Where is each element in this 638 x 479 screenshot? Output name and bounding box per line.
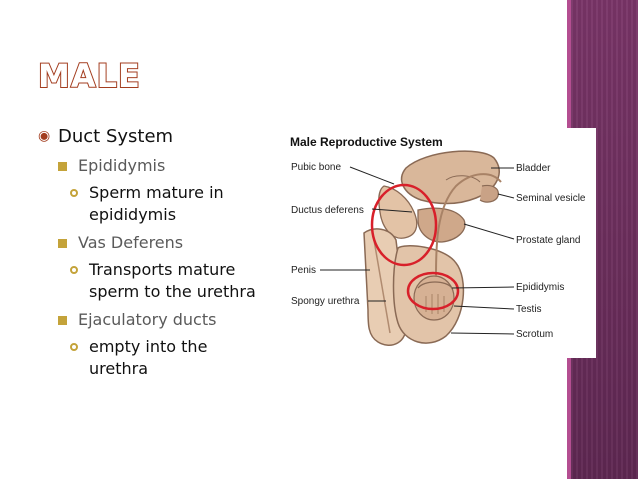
circle-bullet-icon: ◉ <box>38 128 51 144</box>
anatomy-figure: Male Reproductive System <box>286 128 596 358</box>
leader-lines <box>320 166 515 335</box>
bullet-epididymis-detail: Sperm mature in epididymis <box>70 182 268 226</box>
leader-epididymis <box>451 286 515 289</box>
bullet-label: Epididymis <box>78 156 166 175</box>
leader-testis <box>453 305 515 310</box>
bullet-text: Sperm mature in epididymis <box>89 183 224 224</box>
bullet-ejaculatory-ducts: Ejaculatory ducts <box>58 309 268 331</box>
seminal-vesicle-shape <box>479 184 499 203</box>
leader-scrotum <box>450 332 515 335</box>
label-pubic-bone: Pubic bone <box>291 162 341 173</box>
ring-bullet-icon <box>70 189 78 197</box>
decorative-side-band <box>567 0 638 479</box>
urethra-line <box>373 239 391 334</box>
ductus-deferens-line <box>435 173 502 277</box>
bullet-label: Duct System <box>58 125 174 147</box>
label-bladder: Bladder <box>516 163 551 174</box>
anatomy-illustration <box>363 150 502 346</box>
epididymis-detail <box>417 281 453 289</box>
label-epididymis: Epididymis <box>516 282 564 293</box>
label-testis: Testis <box>516 304 542 315</box>
bullet-label: Ejaculatory ducts <box>78 310 217 329</box>
label-penis: Penis <box>291 265 316 276</box>
testis-detail <box>425 294 445 314</box>
label-seminal-vesicle: Seminal vesicle <box>516 193 586 204</box>
bullet-ejaculatory-ducts-detail: empty into the urethra <box>70 336 268 380</box>
bullet-vas-deferens: Vas Deferens <box>58 232 268 254</box>
leader-pubic-bone <box>349 166 395 185</box>
prostate-shape <box>417 207 466 243</box>
slide-title: MALE <box>37 56 141 96</box>
label-scrotum: Scrotum <box>516 329 553 340</box>
bullet-epididymis: Epididymis <box>58 155 268 177</box>
figure-title: Male Reproductive System <box>290 135 443 149</box>
square-bullet-icon <box>58 162 67 171</box>
highlight-circle-epididymis <box>406 271 460 311</box>
leader-prostate <box>463 223 515 240</box>
bladder-detail <box>445 175 481 183</box>
square-bullet-icon <box>58 239 67 248</box>
bullet-list: ◉ Duct System Epididymis Sperm mature in… <box>38 123 268 386</box>
bullet-vas-deferens-detail: Transports mature sperm to the urethra <box>70 259 268 303</box>
label-prostate-gland: Prostate gland <box>516 235 581 246</box>
bullet-label: Vas Deferens <box>78 233 184 252</box>
label-spongy-urethra: Spongy urethra <box>291 296 360 307</box>
leader-ductus-deferens <box>371 208 413 213</box>
bullet-duct-system: ◉ Duct System <box>38 123 268 149</box>
highlight-circle-ductus <box>370 183 438 267</box>
ring-bullet-icon <box>70 266 78 274</box>
anatomy-diagram: Male Reproductive System <box>286 128 596 358</box>
bullet-text: empty into the urethra <box>89 337 208 378</box>
bullet-text: Transports mature sperm to the urethra <box>89 260 256 301</box>
label-ductus-deferens: Ductus deferens <box>291 205 364 216</box>
leader-seminal-vesicle <box>497 193 515 199</box>
square-bullet-icon <box>58 316 67 325</box>
ring-bullet-icon <box>70 343 78 351</box>
figure-labels: Pubic bone Bladder Seminal vesicle Ductu… <box>291 162 586 340</box>
